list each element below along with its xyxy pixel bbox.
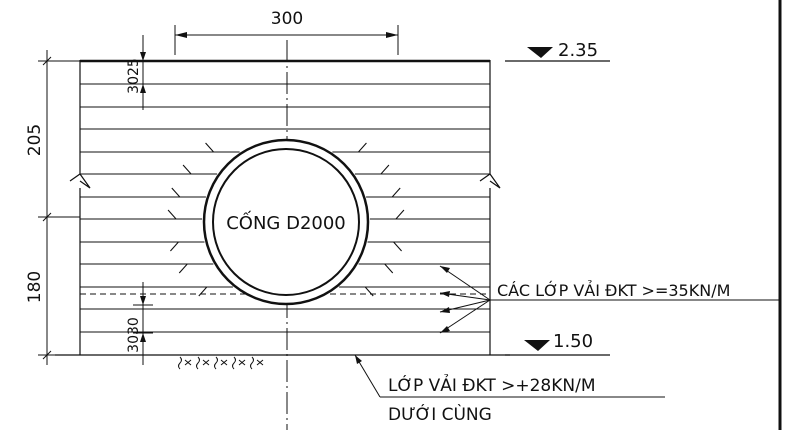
fabric-hook-right [366,187,401,198]
hatch-mark [232,356,236,370]
left-dimension-chain [38,50,85,365]
fabric-hook-left [167,209,203,220]
lower-layer-dimension [133,282,153,365]
upper-layer-dimension [133,35,153,110]
fabric-hook-right [358,263,394,274]
fabric-hook-right [367,241,402,252]
hatch-mark [178,356,182,370]
fabric-hook-left [170,241,205,252]
fabric-layers-leaders [439,265,780,334]
hatch-mark [220,359,228,366]
elevation-bottom-marker [505,340,610,356]
culvert-label: CỐNG D2000 [226,210,346,234]
hatch-mark [256,359,264,366]
elevation-top-label: 2.35 [558,40,598,61]
elevation-triangle-icon [527,47,553,58]
fabric-hook-right [339,286,374,297]
elevation-triangle-icon [524,340,550,351]
fabric-hook-left [198,286,233,297]
lower-height-label: 180 [25,271,45,303]
elevation-bottom-label: 1.50 [553,331,593,352]
hatch-mark [202,359,210,366]
hatch-mark [250,356,254,370]
top-width-dimension [174,25,399,55]
embankment-outline [69,60,501,355]
culvert-pipe [202,138,370,306]
fabric-hook-right [354,164,390,175]
bottom-fabric-note-line1: LỚP VẢI ĐKT >+28KN/M [388,373,596,396]
upper-height-label: 205 [25,124,45,156]
fabric-hook-right [369,209,405,220]
fabric-wrap-hooks [167,142,405,297]
ground-hatch-icon [178,356,264,370]
upper-layer-spacing-label: 3025 [126,58,142,94]
hatch-mark [196,356,200,370]
fabric-hook-right [332,142,367,153]
fabric-hook-left [178,263,214,274]
hatch-mark [184,359,192,366]
top-width-label: 300 [271,9,303,29]
fabric-hook-left [182,164,218,175]
fabric-hook-left [205,142,240,153]
elevation-top-marker [505,47,610,62]
hatch-mark [238,359,246,366]
fabric-hook-left [171,187,206,198]
bottom-fabric-leader [354,354,665,398]
bottom-fabric-note-line2: DƯỚI CÙNG [388,403,492,425]
fabric-layers-note: CÁC LỚP VẢI ĐKT >=35KN/M [497,280,730,300]
lower-layer-spacing-label: 3030 [126,317,142,353]
hatch-mark [214,356,218,370]
